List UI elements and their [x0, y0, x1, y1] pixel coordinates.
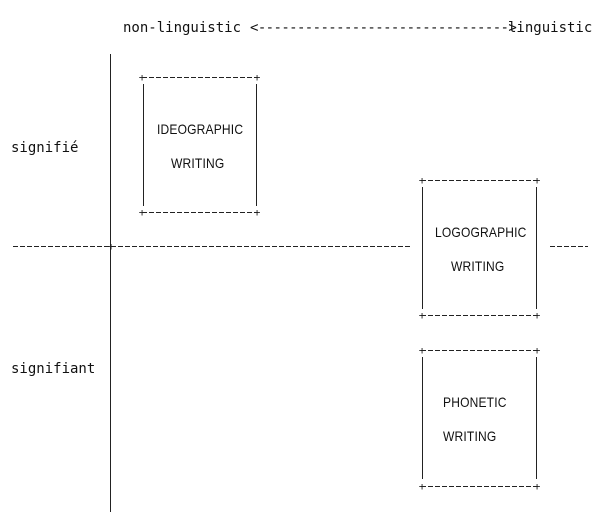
svg-text:+: +: [419, 309, 426, 322]
svg-text:+: +: [139, 206, 146, 219]
bidirectional-arrow: <-------------------------------->: [250, 20, 517, 36]
svg-text:+: +: [419, 174, 426, 187]
signifie-label: signifié: [11, 140, 79, 156]
svg-text:+: +: [139, 71, 146, 84]
ideographic-box-line1: IDEOGRAPHIC: [157, 121, 244, 137]
svg-text:+: +: [419, 344, 426, 357]
logographic-box: [421, 180, 538, 316]
phonetic-box-line1: PHONETIC: [443, 394, 507, 410]
linguistic-label: linguistic: [508, 20, 593, 36]
non-linguistic-label: non-linguistic: [123, 20, 242, 36]
svg-text:+: +: [419, 480, 426, 493]
svg-text:+: +: [534, 174, 541, 187]
svg-text:+: +: [534, 480, 541, 493]
svg-text:+: +: [254, 71, 261, 84]
ideographic-box-line2: WRITING: [171, 155, 225, 171]
svg-text:+: +: [108, 240, 115, 253]
logographic-box-line1: LOGOGRAPHIC: [435, 224, 527, 240]
svg-text:+: +: [534, 344, 541, 357]
phonetic-box: [421, 350, 538, 487]
svg-text:+: +: [534, 309, 541, 322]
svg-text:+: +: [254, 206, 261, 219]
signifiant-label: signifiant: [11, 361, 96, 377]
logographic-box-line2: WRITING: [451, 258, 505, 274]
ideographic-box: [142, 77, 258, 213]
phonetic-box-line2: WRITING: [443, 428, 497, 444]
